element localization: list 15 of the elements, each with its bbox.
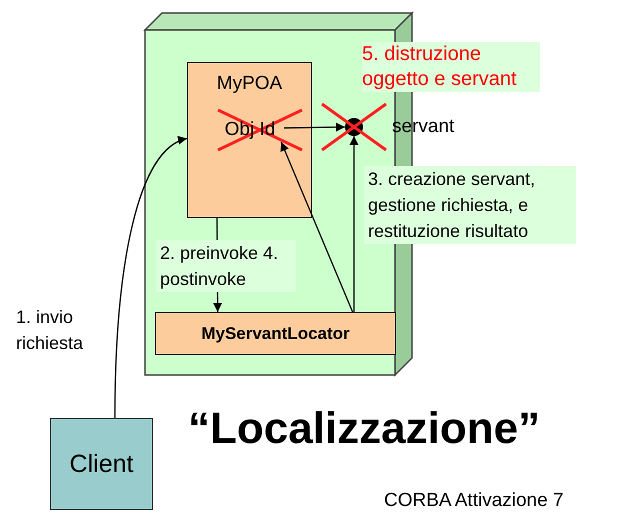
box-label: Client: [70, 450, 134, 478]
arrow: [284, 122, 346, 132]
arrow: [114, 138, 188, 418]
arrow: [280, 142, 354, 312]
edge-label: 3. creazione servant, gestione richiesta, e restituzione risultato: [364, 166, 576, 244]
component-box: [187, 62, 312, 218]
box-label: MyPOA: [216, 73, 282, 95]
component-box: [155, 312, 396, 355]
box-label: MyServantLocator: [201, 324, 350, 344]
note-text: 5. distruzione oggetto e servant: [362, 42, 540, 92]
client-box: [50, 418, 153, 510]
footer-text: CORBA Attivazione 7: [384, 489, 565, 513]
arrow: [350, 136, 358, 312]
edge-label: 2. preinvoke 4. postinvoke: [156, 240, 296, 292]
slide-title: “Localizzazione”: [188, 404, 540, 454]
